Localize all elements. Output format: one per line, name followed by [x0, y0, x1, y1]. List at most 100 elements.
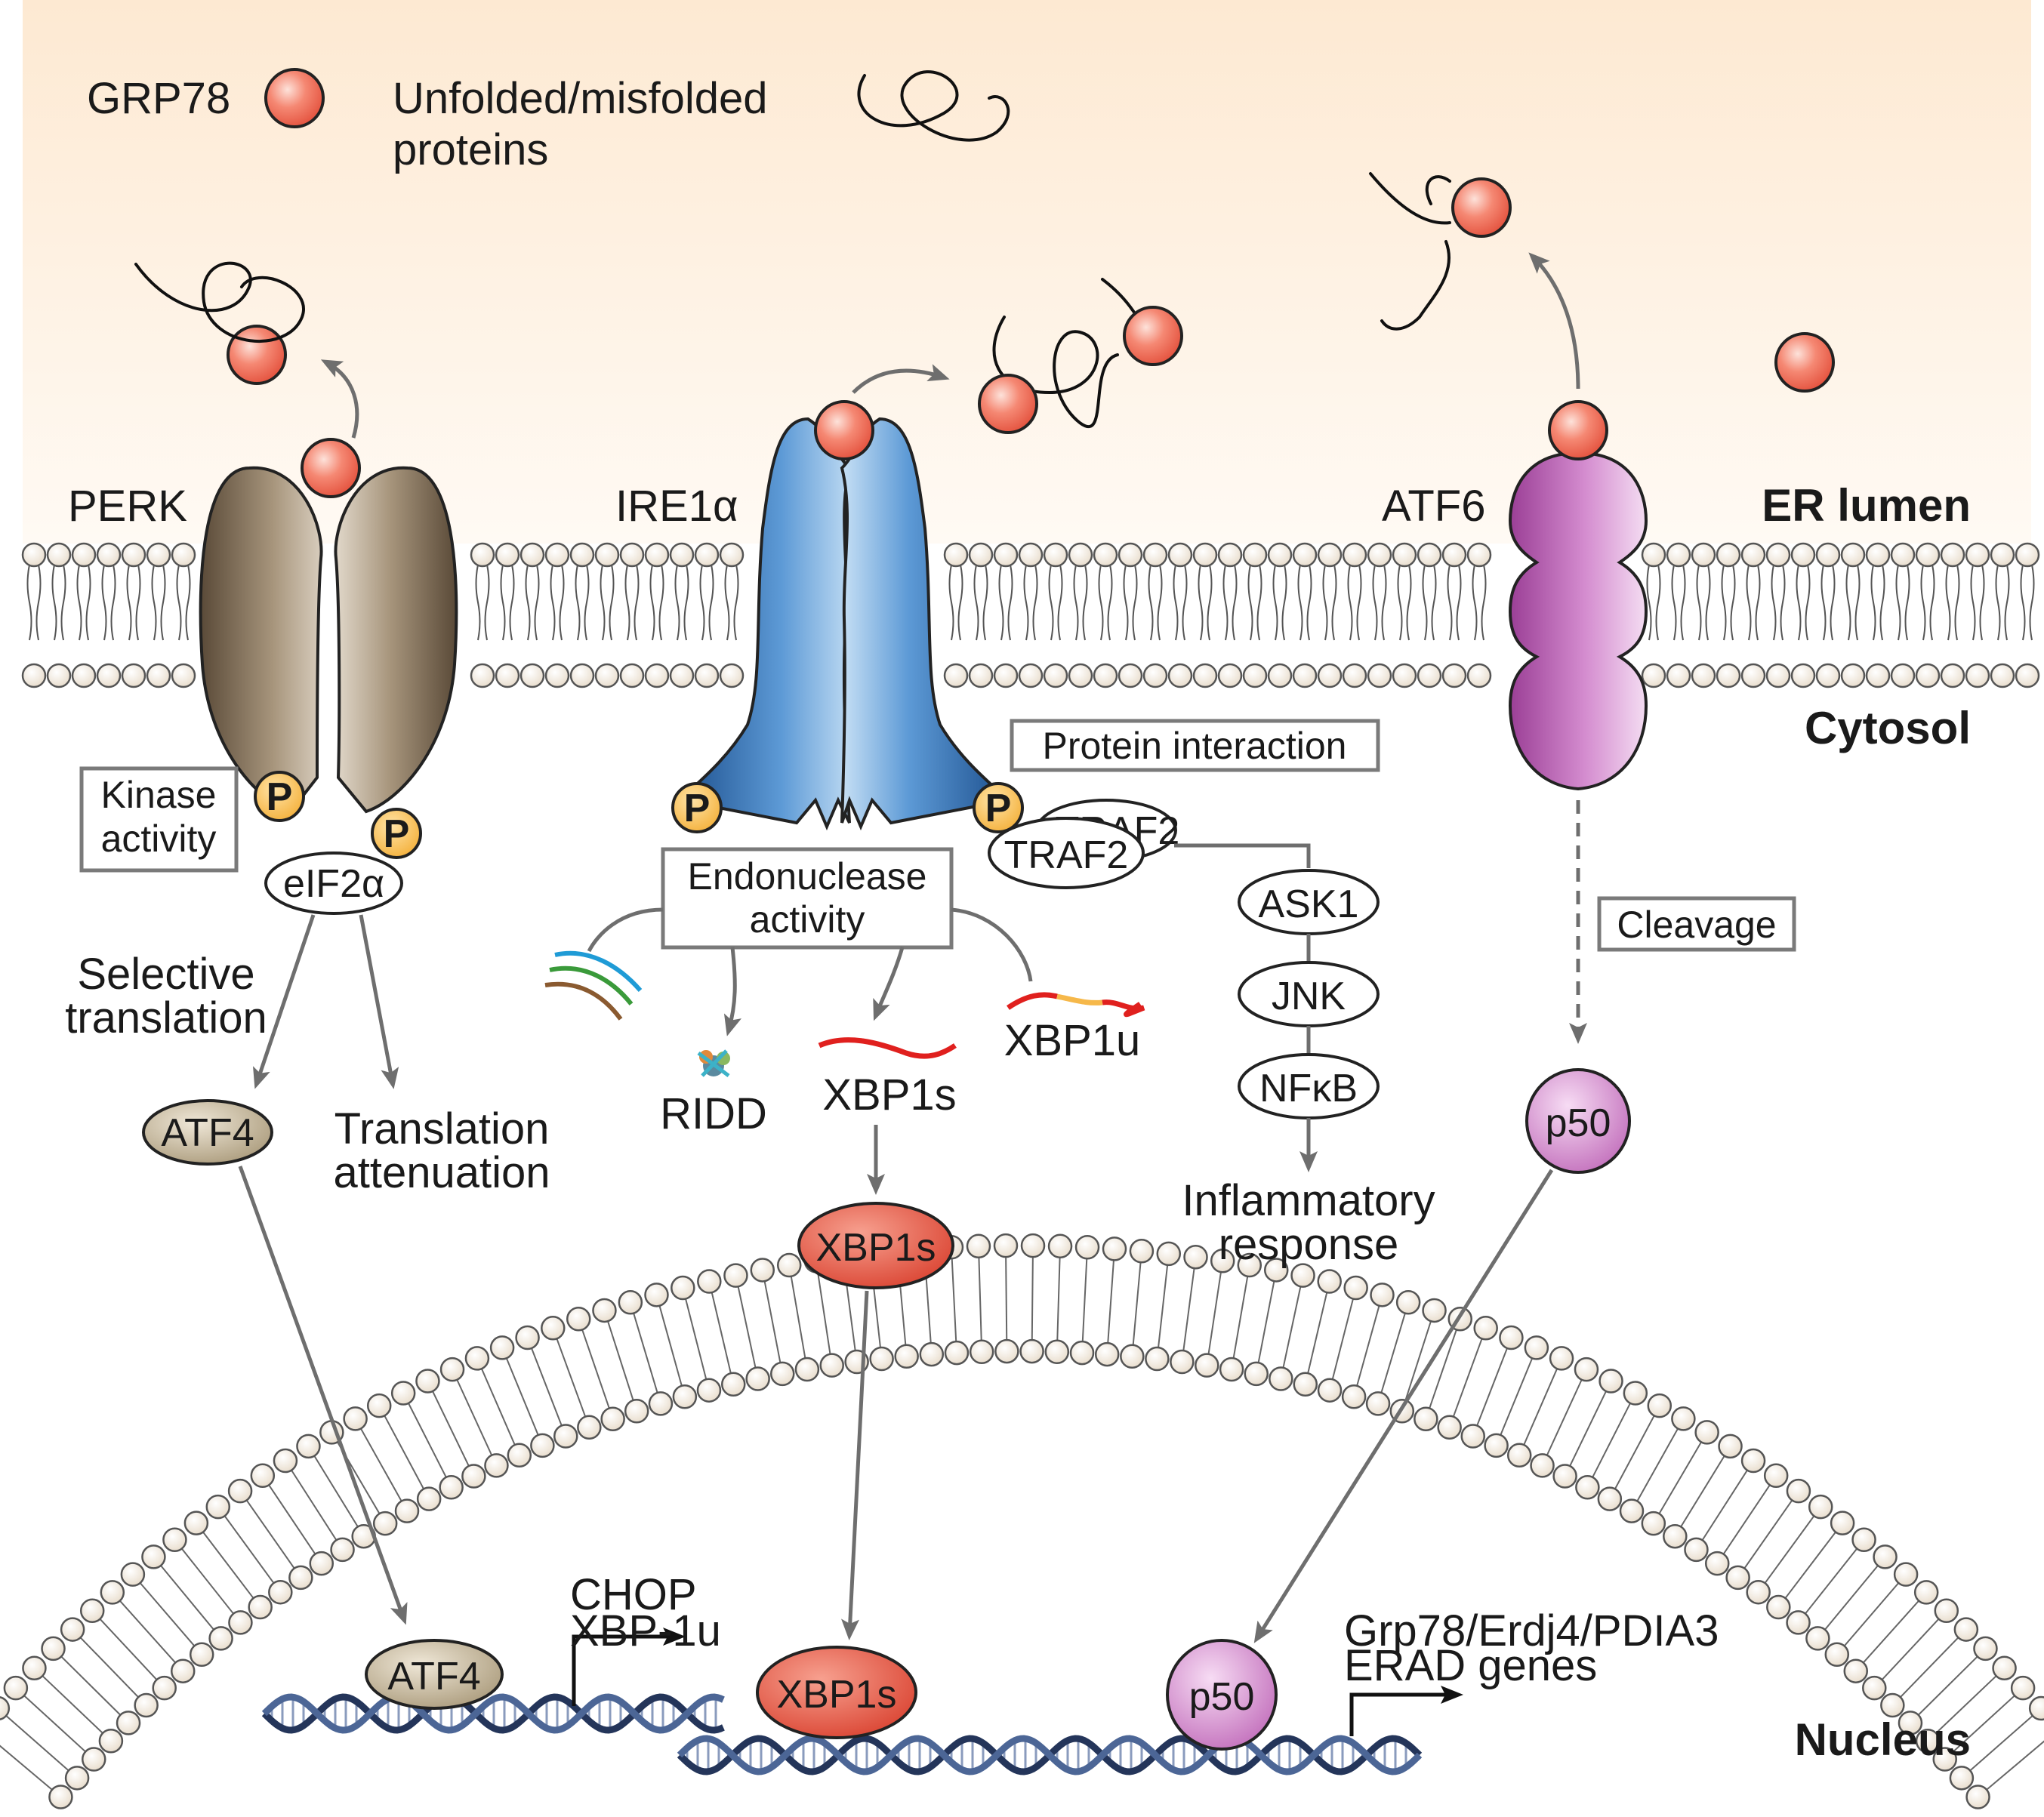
nuclear-lipid-tail: [1004, 1246, 1008, 1352]
er-lipid-tail: [575, 564, 590, 641]
atf6-released-grp78: [1451, 177, 1512, 238]
er-lipid-head: [46, 542, 72, 568]
kinase-activity-label-1: Kinase: [101, 774, 217, 816]
nuclear-lipid-tail: [1329, 1287, 1357, 1390]
atf4-cytosolic: [142, 1099, 273, 1166]
nuclear-lipid-head: [1893, 1562, 1919, 1587]
er-lipid-head: [470, 663, 495, 688]
er-lipid-tail: [1397, 564, 1412, 641]
atf6-grp78-release-arrow: [1528, 252, 1580, 390]
nuclear-lipid-head: [22, 1655, 47, 1681]
er-lipid-tail: [674, 564, 689, 641]
nuclear-lipid-head: [141, 1544, 166, 1569]
er-lipid-head: [1466, 663, 1492, 688]
er-lipid-head: [146, 663, 171, 688]
nuclear-lipid-head: [1830, 1511, 1855, 1535]
nuclear-lipid-head: [671, 1275, 695, 1301]
nuclear-lipid-tail: [1836, 1573, 1907, 1655]
er-lipid-head: [1417, 542, 1442, 568]
nuclear-lipid-tail: [1927, 1668, 2005, 1742]
er-lipid-tail: [126, 564, 141, 641]
nuclear-lipid-tail: [1181, 1257, 1197, 1363]
nuclear-lipid-tail: [1031, 1246, 1034, 1352]
er-lipid-tail: [1173, 564, 1188, 641]
er-lipid-head: [1167, 663, 1193, 688]
nuclear-lipid-head: [553, 1424, 578, 1449]
nuclear-lipid-head: [1195, 1353, 1219, 1378]
nuclear-lipid-head: [1873, 1544, 1898, 1569]
nuclear-lipid-head: [208, 1626, 233, 1651]
er-lipid-tail: [1671, 564, 1686, 641]
er-lipid-head: [1118, 663, 1143, 688]
kinase-activity-box: [79, 766, 239, 873]
er-lipid-head: [1267, 542, 1293, 568]
nuclear-lipid-head: [1019, 1338, 1044, 1364]
nuclear-lipid-head: [1290, 1263, 1315, 1288]
perk-grp78-release-arrow: [320, 359, 359, 439]
xbp1u-mrna-icon: [1007, 992, 1145, 1018]
nuclear-lipid-head: [1094, 1341, 1120, 1367]
nuclear-lipid-head: [869, 1346, 894, 1372]
er-lumen-region: [23, 0, 2031, 544]
nuclear-lipid-head: [1293, 1372, 1318, 1397]
er-lipid-tail: [550, 564, 565, 641]
traf2-to-ask1-line: [1174, 843, 1311, 868]
nuclear-lipid-tail: [1280, 1275, 1304, 1379]
er-lipid-tail: [973, 564, 988, 641]
nuclear-lipid-head: [1599, 1369, 1623, 1394]
er-lipid-head: [1441, 542, 1467, 568]
nuclear-lipid-head: [390, 1381, 416, 1406]
er-lipid-tail: [26, 564, 42, 641]
er-lipid-head: [1317, 663, 1343, 688]
nuclear-lipid-head: [745, 1366, 770, 1391]
nuclear-lipid-head: [1805, 1626, 1830, 1651]
nuclear-lipid-head: [672, 1384, 698, 1409]
er-lipid-head: [1990, 542, 2015, 568]
er-lipid-tail: [1995, 564, 2010, 641]
perk-label: PERK: [68, 482, 187, 531]
nuclear-lipid-head: [1619, 1498, 1645, 1523]
free-grp78: [1774, 332, 1835, 393]
nuclear-lipid-head: [1763, 1463, 1789, 1489]
nuclear-lipid-head: [644, 1283, 669, 1307]
er-lipid-head: [619, 542, 645, 568]
nuclear-lipid-head: [592, 1298, 617, 1323]
er-lipid-tail: [1247, 564, 1262, 641]
er-lipid-head: [968, 542, 994, 568]
nuclear-lipid-head: [1145, 1346, 1170, 1372]
nuclear-lipid-head: [484, 1453, 509, 1478]
er-lipid-head: [1915, 542, 1941, 568]
er-lipid-head: [96, 542, 122, 568]
nuclear-lipid-tail: [1564, 1381, 1612, 1477]
p50-target-label-1: Grp78/Erdj4/PDIA3: [1344, 1606, 1719, 1655]
nuclear-lipid-head: [152, 1675, 177, 1701]
nuclear-lipid-head: [372, 1511, 398, 1536]
nuclear-lipid-tail: [261, 1475, 322, 1564]
nuclear-lipid-head: [1237, 1252, 1262, 1278]
p50-nuclear: [1166, 1639, 1278, 1751]
er-lipid-tail: [624, 564, 640, 641]
nuclear-lipid-head: [1219, 1357, 1244, 1382]
er-lipid-head: [993, 663, 1019, 688]
xbp1u-line: [951, 907, 1033, 982]
nuclear-lipid-head: [100, 1580, 125, 1605]
nuclear-lipid-tail: [112, 1591, 183, 1672]
nuclear-lipid-tail: [402, 1393, 452, 1488]
nuclear-lipid-head: [1156, 1241, 1182, 1267]
er-lipid-head: [594, 663, 620, 688]
translation-attenuation-label-2: attenuation: [333, 1148, 550, 1197]
nuclear-lipid-head: [1317, 1269, 1342, 1294]
nuclear-lipid-head: [134, 1692, 159, 1718]
nuclear-lipid-head: [566, 1307, 591, 1332]
er-lipid-tail: [1970, 564, 1985, 641]
nuclear-lipid-head: [1499, 1325, 1524, 1350]
nuclear-lipid-tail: [1910, 1648, 1987, 1724]
nuclear-lipid-head: [1843, 1658, 1869, 1683]
dna-group: [261, 1693, 1423, 1775]
nuclear-lipid-head: [697, 1269, 722, 1294]
nuclear-lipid-tail: [52, 1648, 129, 1724]
nuclear-lipid-head: [1824, 1642, 1850, 1668]
nuclear-lipid-head: [1414, 1406, 1438, 1431]
er-lipid-head: [1342, 542, 1367, 568]
nuclear-lipid-head: [1934, 1598, 1959, 1623]
